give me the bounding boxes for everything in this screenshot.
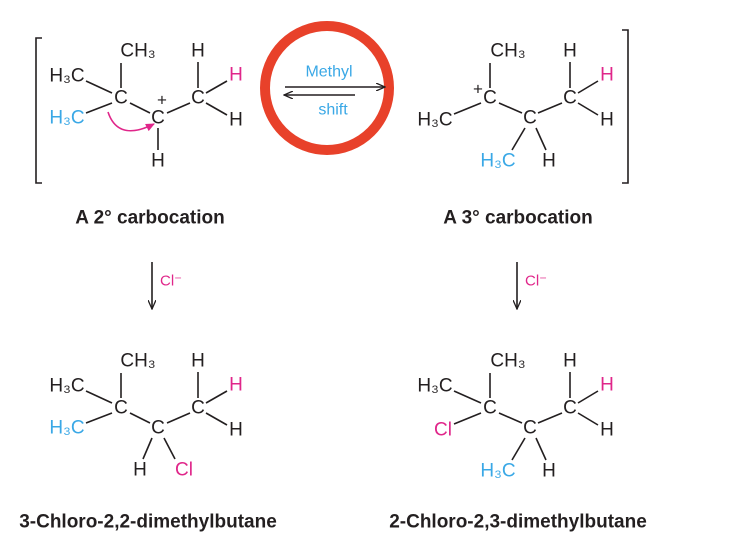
atom-h3c-left: H₃C [417,110,452,131]
atom-h-top: H [563,41,577,62]
methyl-shift-equilibrium: Methyl shift [260,21,394,155]
atom-c1: C [114,88,128,109]
atom-h-pink: H [600,375,614,396]
atom-ch3: CH₃ [490,41,525,62]
product-right-name: 2-Chloro-2,3-dimethylbutane [389,512,647,533]
atom-c2: C [523,108,537,129]
positive-charge: + [157,91,167,110]
atom-h-top: H [191,351,205,372]
tertiary-carbocation-caption: A 3° carbocation [443,208,592,229]
atom-ch3: CH₃ [120,351,155,372]
atom-cl: Cl [175,460,193,481]
atom-h3c-migrating: H₃C [49,108,84,129]
atom-c1: C [114,398,128,419]
atom-h-pink: H [229,375,243,396]
equilibrium-label-top: Methyl [305,64,352,81]
atom-h-bottom: H [151,151,165,172]
positive-charge: + [473,80,483,99]
product-left-structure: CH₃ H H₃C C H₃C C C H H H Cl [49,351,242,481]
secondary-carbocation-caption: A 2° carbocation [75,208,224,229]
atom-ch3: CH₃ [490,351,525,372]
atom-c2: C [151,418,165,439]
chloride-reagent: Cl⁻ [160,273,182,290]
atom-h-pink: H [229,65,243,86]
atom-c2: C [523,418,537,439]
left-bracket [35,37,42,184]
atom-h-top: H [563,351,577,372]
atom-h3c-left: H₃C [417,376,452,397]
tertiary-carbocation-structure: CH₃ H + C H₃C C C H H H₃C H [417,41,613,172]
atom-ch3: CH₃ [120,41,155,62]
atom-c2-cation: C [151,108,165,129]
chloride-arrow-right: Cl⁻ [517,262,547,309]
atom-h-bottom: H [542,151,556,172]
atom-c1-cation: C [483,88,497,109]
atom-h-right: H [600,420,614,441]
product-left-name: 3-Chloro-2,2-dimethylbutane [19,512,277,533]
atom-h-pink: H [600,65,614,86]
right-bracket [622,29,629,184]
atom-c3: C [191,88,205,109]
product-right-structure: CH₃ H H₃C C Cl C C H H H₃C H [417,351,613,482]
atom-h-right: H [600,110,614,131]
atom-h-right: H [229,420,243,441]
atom-h-bottom: H [542,461,556,482]
chloride-reagent: Cl⁻ [525,273,547,290]
atom-c3: C [191,398,205,419]
atom-h3c-migrated: H₃C [480,151,515,172]
methyl-shift-curved-arrow [107,111,155,132]
equilibrium-label-bottom: shift [318,102,348,119]
secondary-carbocation-structure: CH₃ H H₃C C H₃C C + C H H H [49,41,242,172]
atom-h-bottom: H [133,460,147,481]
atom-c1: C [483,398,497,419]
atom-c3: C [563,398,577,419]
atom-h3c-upper: H₃C [49,66,84,87]
atom-h-top: H [191,41,205,62]
atom-h-right: H [229,110,243,131]
atom-h3c-bottom: H₃C [480,461,515,482]
atom-c3: C [563,88,577,109]
atom-cl: Cl [434,420,452,441]
chloride-arrow-left: Cl⁻ [152,262,182,309]
atom-h3c-upper: H₃C [49,376,84,397]
highlight-circle [260,21,394,155]
atom-h3c-lower: H₃C [49,418,84,439]
